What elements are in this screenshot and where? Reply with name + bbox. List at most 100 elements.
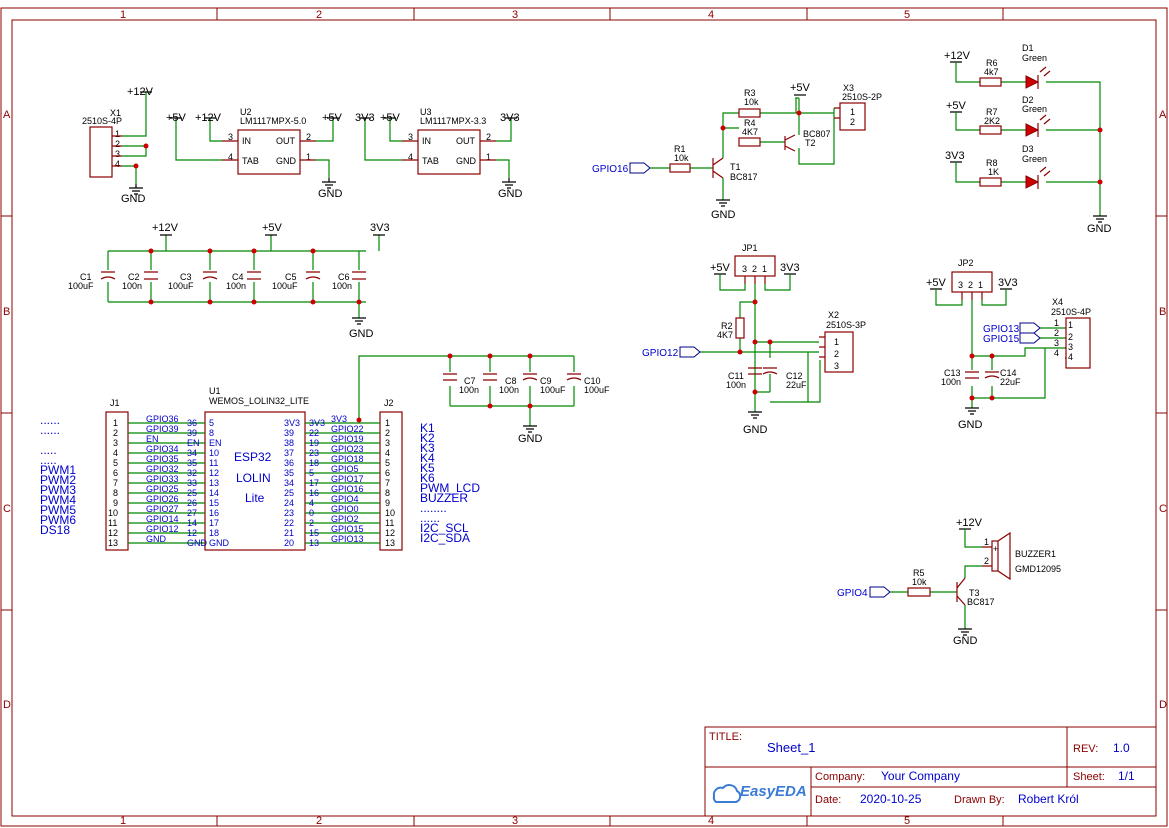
c12-ref: C12: [786, 371, 803, 381]
r3-ref: R3: [744, 88, 756, 98]
j1-net-label: EN: [146, 434, 159, 444]
svg-text:4: 4: [228, 152, 233, 162]
c7-ref: C7: [464, 376, 476, 386]
u1-left-pin-number: 27: [187, 508, 197, 518]
gpio15-port[interactable]: [1019, 332, 1041, 344]
r4-value: 4K7: [742, 127, 758, 137]
buzzer-12v: +12V: [956, 517, 983, 529]
gpio13-port[interactable]: [1019, 322, 1041, 334]
j2-header[interactable]: [379, 411, 403, 551]
right-note: K4: [420, 451, 435, 465]
u1-left-pin-inner: 18: [209, 528, 219, 538]
c3-ref: C3: [180, 272, 192, 282]
svg-text:2: 2: [1054, 328, 1059, 338]
svg-text:3: 3: [408, 132, 413, 142]
j2-pin-number: 11: [385, 518, 394, 528]
frame-row-c: C: [3, 503, 11, 515]
gpio16-driver[interactable]: GPIO16 12 R1 10k R3 10k R4 4K7 T1 BC817 …: [592, 82, 882, 221]
frame-row-b-right: B: [1159, 306, 1166, 318]
left-note: PWM6: [40, 513, 76, 527]
r2-value: 4K7: [717, 330, 733, 340]
u1-right-pin-number: 19: [309, 438, 319, 448]
t1-value: BC817: [730, 172, 758, 182]
u1-right-pin-number: 4: [309, 498, 314, 508]
j1-pin-number: 13: [108, 538, 118, 548]
jp1-3v3: 3V3: [780, 262, 800, 274]
gpio4-port[interactable]: [869, 586, 891, 598]
u1-right-pin-inner: 25: [284, 488, 294, 498]
c1-value: 100uF: [68, 281, 94, 291]
buzzer-section[interactable]: +12V 12 + BUZZER1 GMD12095 GPIO4 R5 10k …: [837, 517, 1061, 647]
j1-pin-number: 1: [113, 418, 118, 428]
j2-net-label: GPIO5: [331, 464, 359, 474]
sheet-value: 1/1: [1118, 769, 1135, 783]
r5-ref: R5: [913, 568, 925, 578]
c3-value: 100uF: [168, 281, 194, 291]
date-label: Date:: [815, 794, 841, 806]
c13-ref: C13: [944, 368, 961, 378]
j1-net-label: GPIO39: [146, 424, 179, 434]
j2-net-label: GPIO17: [331, 474, 364, 484]
led3-3v3: 3V3: [945, 150, 965, 162]
svg-text:2: 2: [834, 349, 839, 359]
u1-left-pin-inner: EN: [209, 438, 222, 448]
u1-module[interactable]: [204, 411, 306, 551]
u3-value: LM1117MPX-3.3: [420, 116, 486, 126]
svg-text:2: 2: [968, 280, 973, 290]
gpio12-port[interactable]: [679, 346, 701, 358]
regulator-u3[interactable]: U3 LM1117MPX-3.3 IN OUT TAB GND 34 21 3V…: [355, 107, 523, 200]
u1-left-pin-number: 32: [187, 468, 197, 478]
left-note: ......: [40, 413, 60, 427]
svg-text:2: 2: [1068, 332, 1073, 342]
u1-right-pin-number: 23: [309, 448, 319, 458]
gpio16-port[interactable]: [629, 162, 651, 174]
frame-row-d: D: [3, 699, 11, 711]
buzzer-gnd: GND: [953, 635, 978, 647]
t3-value: BC817: [967, 597, 995, 607]
svg-text:2: 2: [984, 556, 989, 566]
c11-value: 100n: [726, 380, 746, 390]
leds-gnd: GND: [1087, 223, 1112, 235]
j2-pin-number: 2: [385, 428, 390, 438]
buzzer-value: GMD12095: [1015, 564, 1061, 574]
r1-value: 10k: [674, 153, 689, 163]
u1-left-pin-number: 34: [187, 448, 197, 458]
j1-header[interactable]: [105, 411, 129, 551]
j1-pin-number: 8: [113, 488, 118, 498]
u1-right-pin-number: 17: [309, 478, 319, 488]
right-note: K1: [420, 421, 435, 435]
jp2-3v3: 3V3: [998, 277, 1018, 289]
x1-value: 2510S-4P: [82, 116, 122, 126]
esp32-module-section[interactable]: J1 J2 U1 WEMOS_LOLIN32_LITE ESP32 LOLIN …: [105, 386, 403, 551]
svg-text:3: 3: [1068, 342, 1073, 352]
j1-pin-number: 6: [113, 468, 118, 478]
drawn-by-value: Robert Król: [1018, 792, 1079, 806]
u1-right-pin-inner: 34: [284, 478, 294, 488]
jp1-5v: +5V: [710, 262, 731, 274]
u1-left-pin-inner: 13: [209, 478, 219, 488]
r6-value: 4k7: [984, 67, 999, 77]
j1-pin-number: 3: [113, 438, 118, 448]
r3-value: 10k: [744, 97, 759, 107]
svg-text:3: 3: [115, 149, 120, 159]
u1-left-pin-inner: 14: [209, 488, 219, 498]
r7-value: 2K2: [984, 116, 1000, 126]
u1-ref: U1: [209, 386, 221, 396]
u1-right-pin-number: 0: [309, 508, 314, 518]
j1-ref: J1: [110, 398, 120, 408]
u1-right-pin-inner: 20: [284, 538, 294, 548]
svg-text:3: 3: [228, 132, 233, 142]
right-note: I2C_SDA: [420, 531, 470, 545]
j1-pin-number: 11: [108, 518, 117, 528]
j1-net-label: GPIO27: [146, 504, 179, 514]
regulator-u2[interactable]: U2 LM1117MPX-5.0 IN OUT TAB GND 34 21 +1…: [166, 107, 343, 200]
x1-ref: X1: [110, 108, 121, 118]
u1-right-pin-number: 18: [309, 458, 319, 468]
j1-net-label: GPIO36: [146, 414, 179, 424]
frame-col-4-bottom: 4: [708, 815, 714, 827]
svg-text:2: 2: [486, 132, 491, 142]
